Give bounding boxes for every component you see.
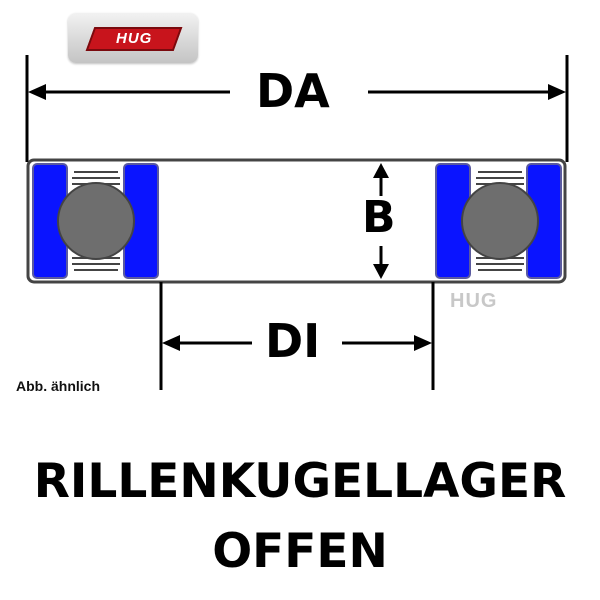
right-bearing-section xyxy=(435,163,562,279)
left-bearing-section xyxy=(32,163,159,279)
label-outer-diameter: DA xyxy=(256,64,330,118)
hug-watermark: HUG xyxy=(450,290,498,312)
da-dimension-arrow xyxy=(28,84,566,100)
label-inner-diameter: DI xyxy=(265,314,321,368)
product-title: RILLENKUGELLAGER xyxy=(33,454,567,509)
label-width: B xyxy=(362,192,396,243)
di-dimension-arrow xyxy=(162,335,432,351)
b-dimension-arrow xyxy=(373,163,389,279)
hug-logo: HUG xyxy=(68,13,198,63)
illustration-caption: Abb. ähnlich xyxy=(16,378,100,394)
bearing-outline xyxy=(26,158,567,284)
product-subtitle: OFFEN xyxy=(212,524,388,579)
